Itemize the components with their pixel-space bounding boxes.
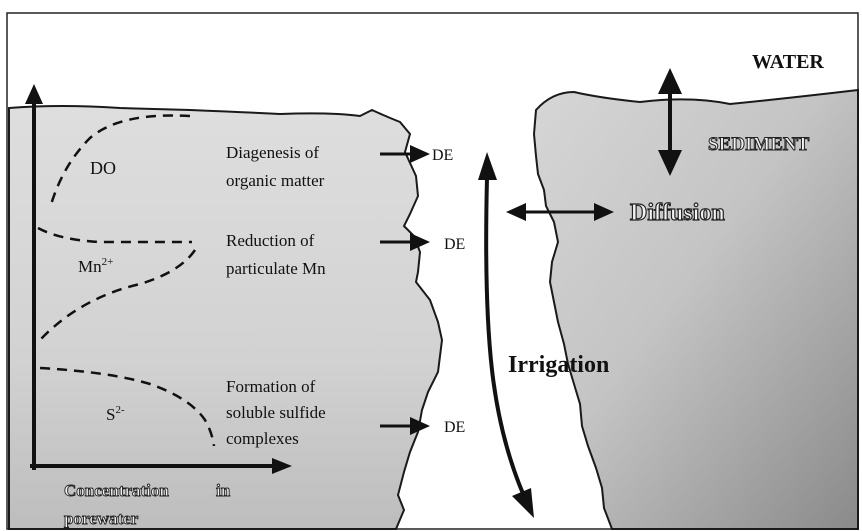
process-2-line-1: Reduction of: [226, 231, 315, 250]
de-label-2: DE: [444, 236, 465, 253]
process-1-line-2: organic matter: [226, 171, 325, 190]
de-label-1: DE: [432, 147, 453, 164]
process-3-line-2: soluble sulfide: [226, 403, 326, 422]
process-3-line-3: complexes: [226, 429, 299, 448]
de-label-3: DE: [444, 419, 465, 436]
x-axis-label-in: in: [216, 481, 231, 500]
process-1-line-1: Diagenesis of: [226, 143, 319, 162]
irrigation-label: Irrigation: [508, 352, 609, 378]
process-2-line-2: particulate Mn: [226, 259, 326, 278]
x-axis-label-line-1: Concentration: [64, 481, 169, 500]
sediment-label: SEDIMENT: [708, 134, 810, 155]
process-3-line-1: Formation of: [226, 377, 316, 396]
species-do-label: DO: [90, 158, 116, 178]
water-label: WATER: [752, 51, 824, 73]
x-axis-label-line-2: porewater: [64, 509, 139, 528]
diffusion-label: Diffusion: [630, 200, 725, 226]
